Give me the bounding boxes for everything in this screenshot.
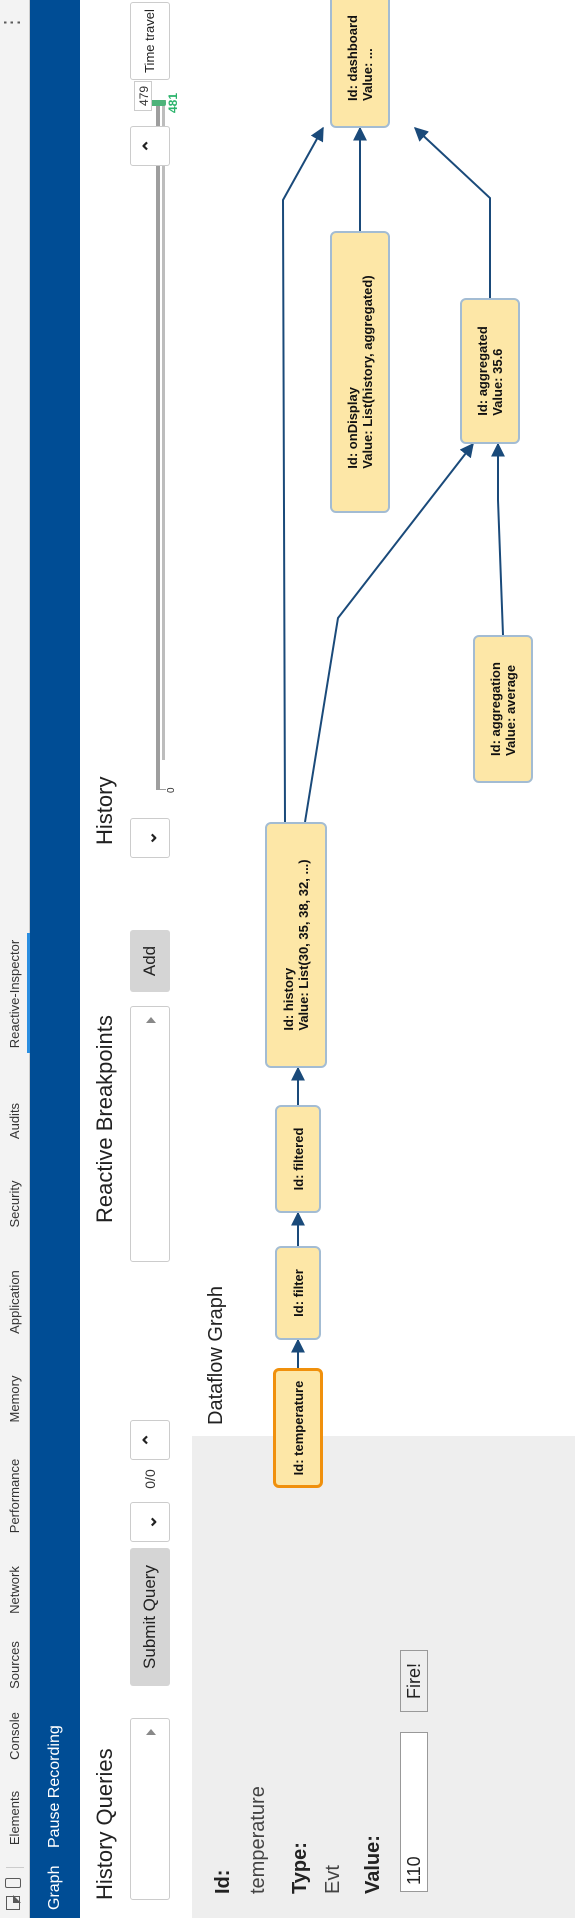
graph-node-value: Value: List(30, 35, 38, 32, ...) — [296, 859, 311, 1031]
graph-node-value: Value: List(history, aggregated) — [360, 275, 375, 469]
graph-node-id: Id: filter — [290, 1269, 306, 1317]
graph-node-id: Id: filtered — [290, 1127, 306, 1191]
edge-aggregation-to-aggregated — [491, 442, 505, 636]
graph-node-id: Id: dashboard — [345, 15, 360, 101]
graph-node-text: Id: temperature — [291, 1381, 306, 1476]
graph-node-text: Id: filter — [291, 1269, 306, 1317]
graph-node-text: Id: filtered — [291, 1128, 306, 1191]
graph-node-value: Value: average — [503, 664, 518, 756]
edge-history-to-aggregated — [304, 442, 474, 823]
edge-history-to-dashboard — [281, 126, 324, 823]
graph-node-id: Id: aggregation — [488, 662, 503, 756]
edge-aggregated-to-dashboard — [413, 127, 491, 298]
graph-node-id: Id: temperature — [290, 1380, 306, 1476]
graph-node-id: Id: aggregated — [475, 326, 490, 416]
graph-node-temperature[interactable]: Id: temperature — [273, 1368, 323, 1488]
graph-node-id: Id: history — [281, 967, 296, 1031]
graph-node-filter[interactable]: Id: filter — [275, 1246, 321, 1340]
graph-node-id: Id: onDisplay — [345, 387, 360, 469]
graph-node-value: Value: 35.6 — [490, 348, 505, 416]
graph-node-value: Value: ... — [360, 48, 375, 101]
graph-node-filtered[interactable]: Id: filtered — [275, 1105, 321, 1213]
